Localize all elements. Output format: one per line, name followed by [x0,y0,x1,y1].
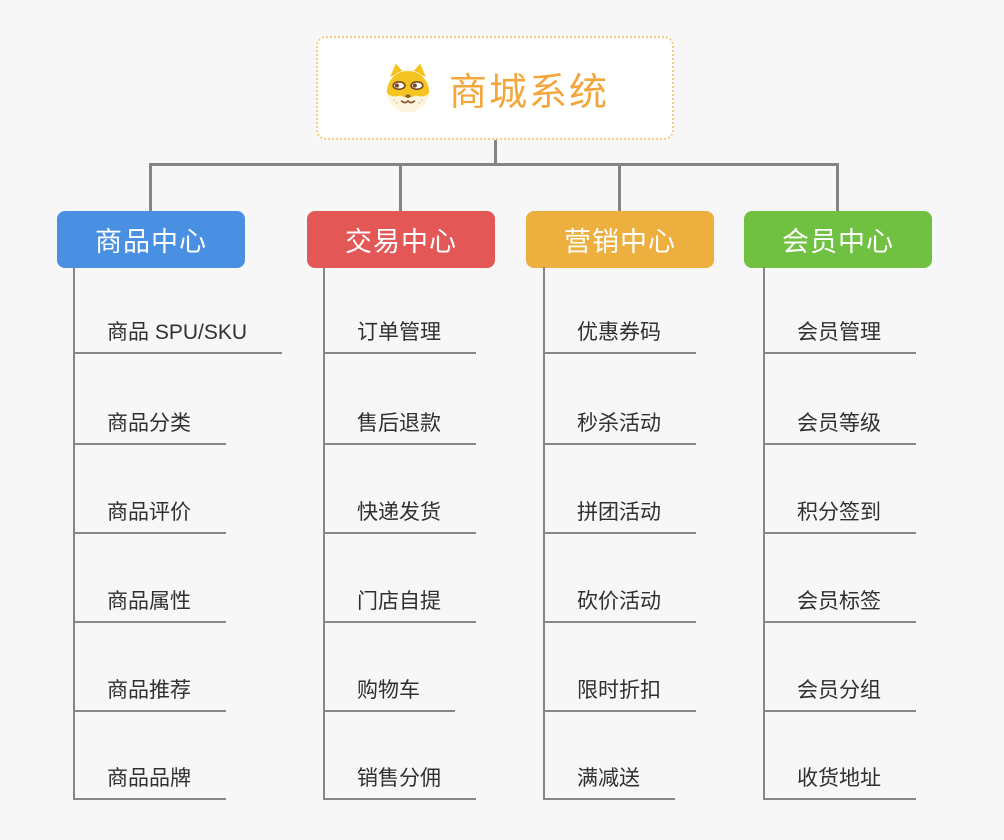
subtopic-item[interactable]: 订单管理 [323,320,476,354]
subtopic-item[interactable]: 快递发货 [323,500,476,534]
subtopic-item[interactable]: 满减送 [543,766,675,800]
subtopic-item[interactable]: 会员分组 [763,678,916,712]
subtopic-item[interactable]: 优惠券码 [543,320,696,354]
branch-label: 会员中心 [782,227,894,257]
subtopic-item[interactable]: 积分签到 [763,500,916,534]
branch-label: 营销中心 [564,227,676,257]
subtopic-item[interactable]: 秒杀活动 [543,411,696,445]
subtopic-item[interactable]: 砍价活动 [543,589,696,623]
subtopic-item[interactable]: 售后退款 [323,411,476,445]
connector-bus [149,163,839,166]
connector-drop-product [149,163,152,211]
subtopic-item[interactable]: 商品推荐 [73,678,226,712]
shiba-dog-icon [386,63,430,113]
root-topic[interactable]: 商城系统 [316,36,674,140]
subtopic-item[interactable]: 商品品牌 [73,766,226,800]
subtopic-item[interactable]: 商品评价 [73,500,226,534]
branch-topic-member-center[interactable]: 会员中心 [744,211,932,268]
branch-label: 交易中心 [345,227,457,257]
root-topic-label: 商城系统 [448,71,609,114]
connector-root-stub [494,140,497,166]
subtopic-item[interactable]: 商品 SPU/SKU [73,320,283,354]
subtopic-item[interactable]: 会员等级 [763,411,916,445]
subtopic-item[interactable]: 收货地址 [763,766,916,800]
subtopic-item[interactable]: 会员管理 [763,320,916,354]
subtopic-item[interactable]: 销售分佣 [323,766,476,800]
subtopic-item[interactable]: 购物车 [323,678,455,712]
subtopic-item[interactable]: 会员标签 [763,589,916,623]
branch-topic-trade-center[interactable]: 交易中心 [307,211,495,268]
subtopic-item[interactable]: 商品属性 [73,589,226,623]
connector-drop-trade [399,163,402,211]
connector-drop-member [836,163,839,211]
branch-label: 商品中心 [95,227,207,257]
connector-drop-marketing [618,163,621,211]
branch-topic-marketing-center[interactable]: 营销中心 [526,211,714,268]
subtopic-item[interactable]: 限时折扣 [543,678,696,712]
subtopic-item[interactable]: 门店自提 [323,589,476,623]
branch-topic-product-center[interactable]: 商品中心 [57,211,245,268]
subtopic-item[interactable]: 商品分类 [73,411,226,445]
subtopic-item[interactable]: 拼团活动 [543,500,696,534]
